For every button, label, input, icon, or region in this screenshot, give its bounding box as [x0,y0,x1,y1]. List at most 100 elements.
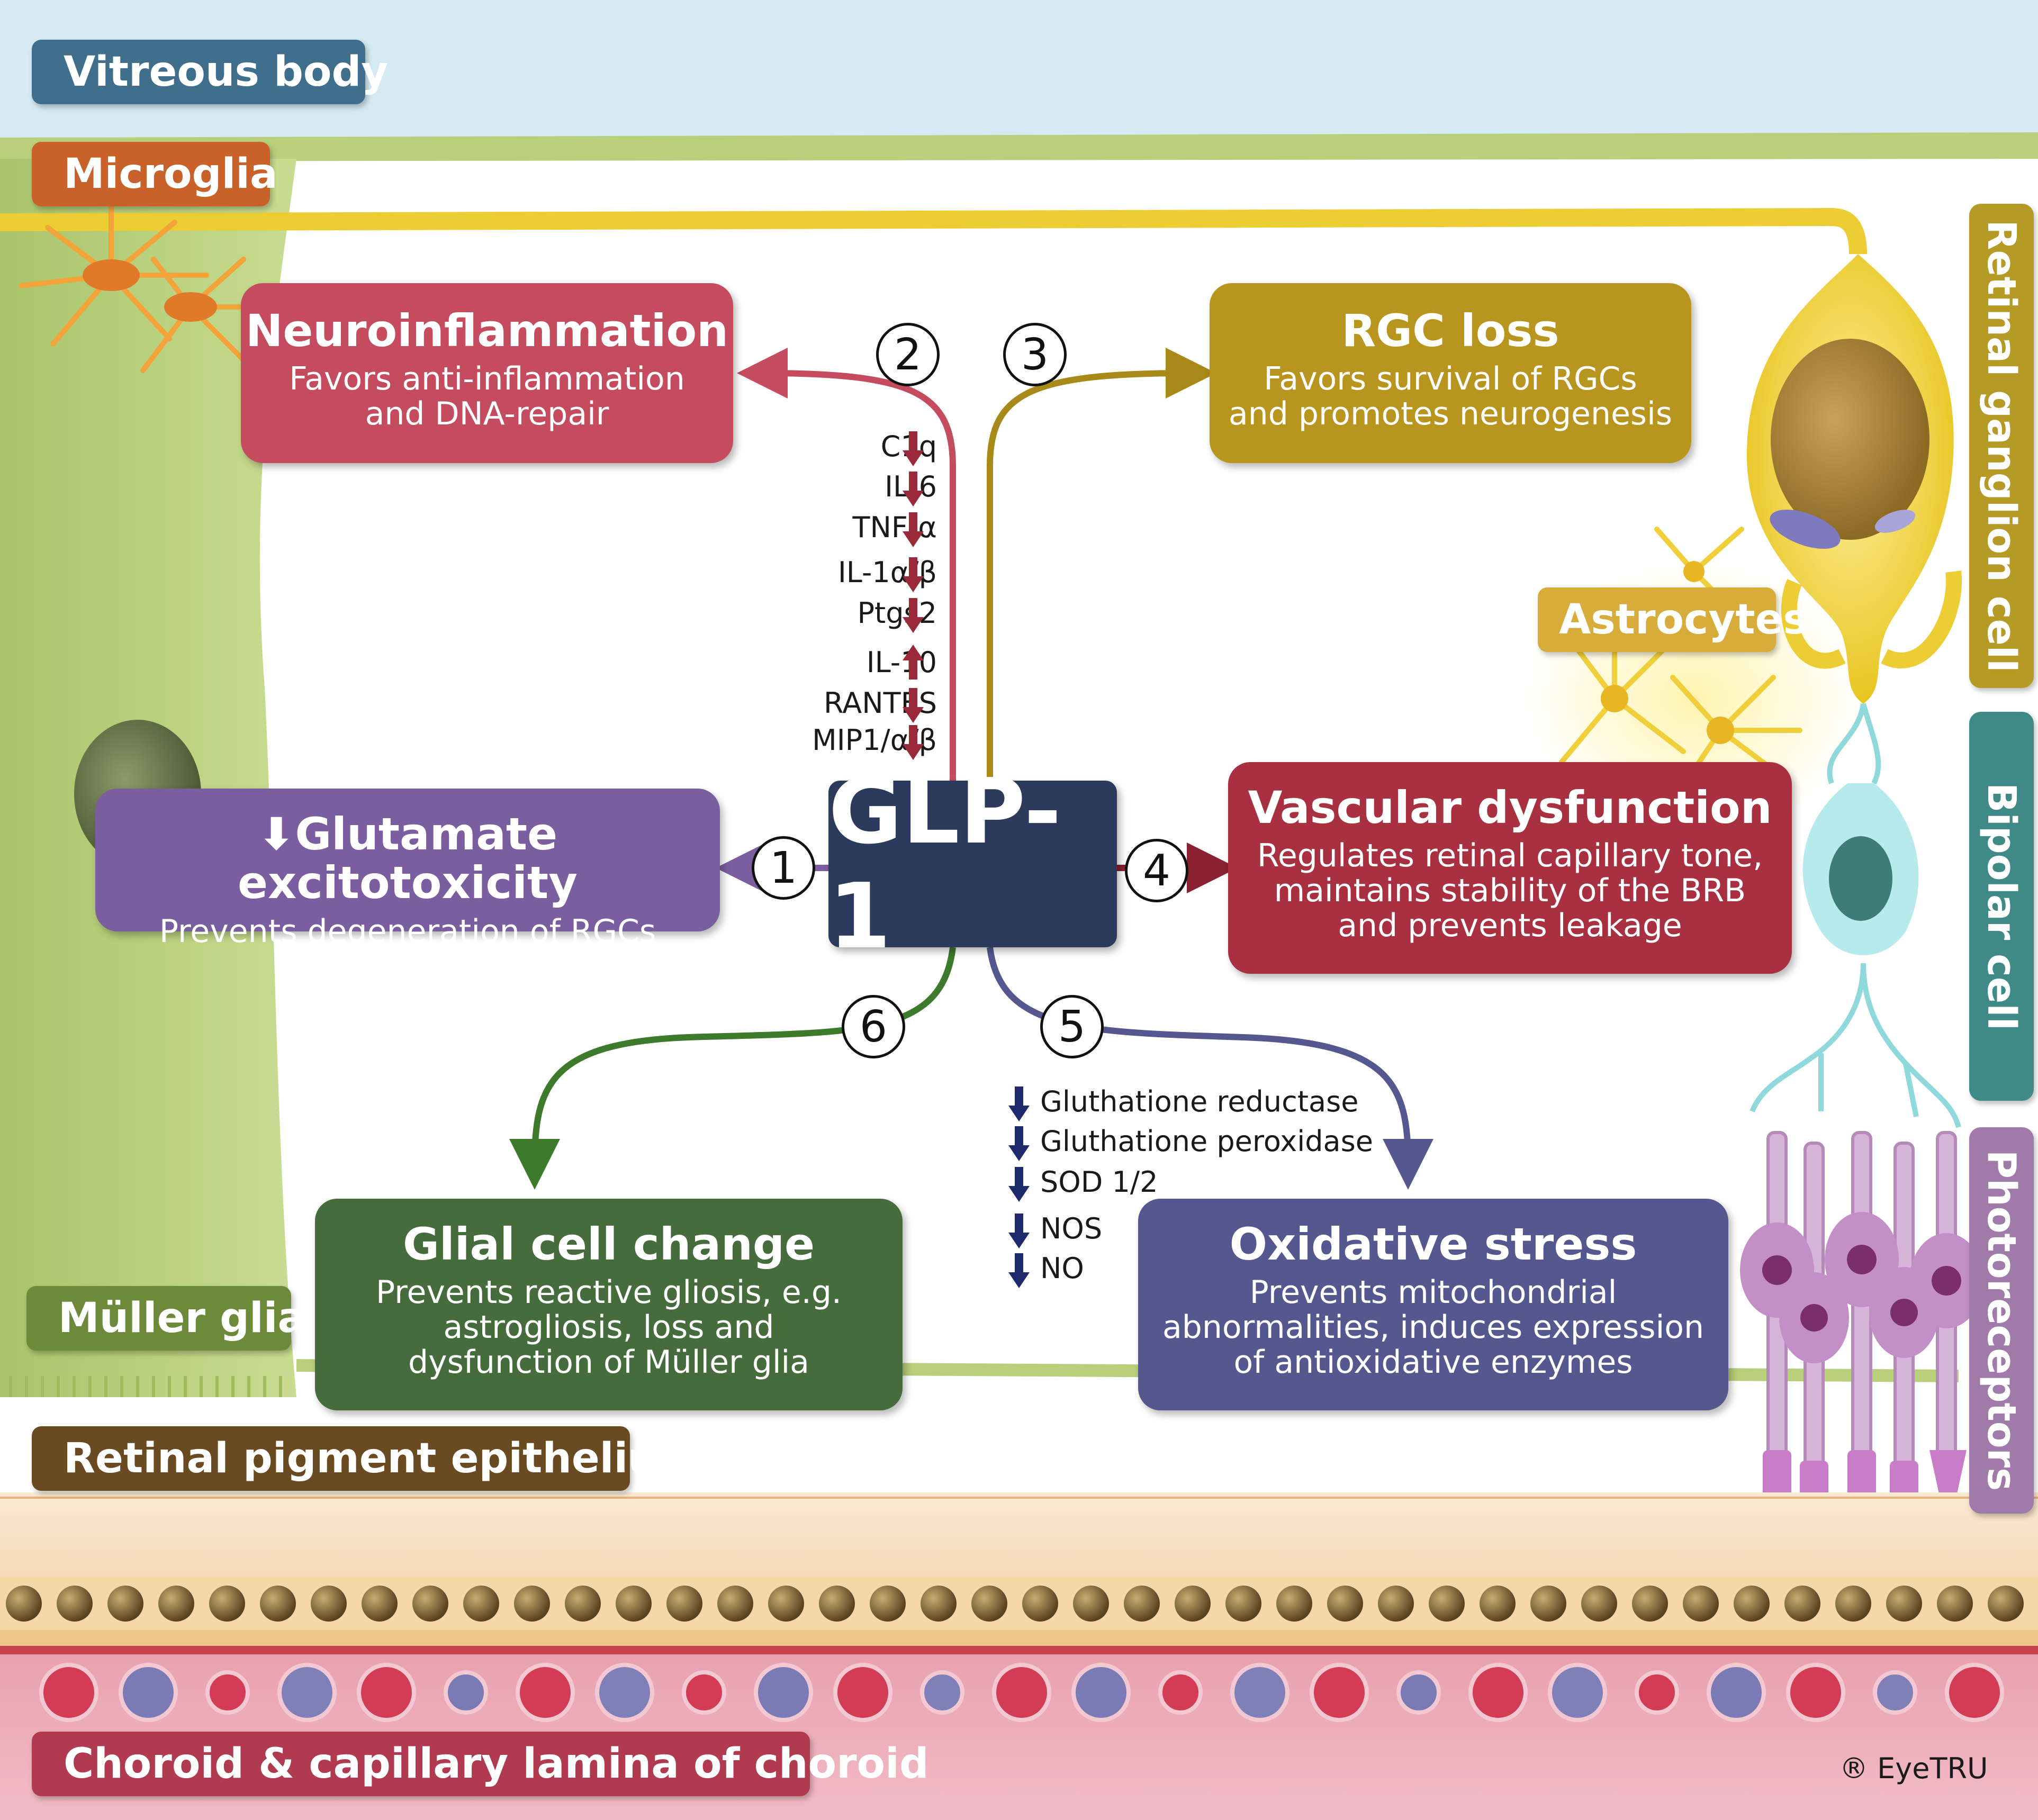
rpe-nucleus [768,1586,804,1622]
arrow-glial [509,947,956,1190]
rpe-nucleus [870,1586,906,1622]
down-arrow-icon [903,557,924,592]
glial-desc-3: dysfunction of Müller glia [408,1344,809,1381]
astrocytes-label: Astrocytes [1538,587,1808,652]
marker-label: NO [1040,1252,1084,1285]
vascular-desc-2: maintains stability of the BRB [1274,872,1746,910]
blood-cell [1396,1670,1441,1715]
neuroinflammation-desc-1: Favors anti-inflammation [289,360,685,398]
rpe-nucleus [158,1586,194,1622]
down-arrow-icon [1008,1253,1030,1288]
rpe-nucleus [1073,1586,1109,1622]
bipolar-nucleus [1829,836,1892,921]
rgc-cell-label: Retinal ganglion cell [1969,204,2034,688]
rpe-nucleus [107,1586,143,1622]
rpe-nucleus [209,1586,245,1622]
rpe-nucleus [412,1586,448,1622]
choroid-blood-cells [39,1663,2004,1722]
rpe-nucleus [971,1586,1007,1622]
rpe-nucleus [1175,1586,1211,1622]
rgc-loss-desc-2: and promotes neurogenesis [1228,395,1673,433]
rpe-nucleus [1276,1586,1312,1622]
marker-label: TNF-α [852,511,937,544]
rgc-nucleus [1771,339,1929,540]
rpe-nucleus [1327,1586,1363,1622]
choroid-label: Choroid & capillary lamina of choroid [32,1732,929,1796]
rpe-nucleus [6,1586,42,1622]
credit-text: ® EyeTRU [1839,1752,1988,1785]
neuroinflammation-title: Neuroinflammation [246,305,728,357]
rpe-nucleus [921,1586,957,1622]
blood-cell [1548,1663,1607,1722]
glutamate-title: Glutamate excitotoxicity [238,808,578,909]
blood-cell [1786,1663,1845,1722]
rpe-nuclei [6,1586,2024,1622]
down-arrow-icon [1008,1167,1030,1202]
photoreceptors-label: Photoreceptors [1969,1127,2034,1514]
number-1-badge: 1 [752,836,815,900]
rpe-nucleus [1734,1586,1770,1622]
rpe-nucleus [514,1586,550,1622]
glp1-center-box: GLP-1 [828,759,1117,969]
blood-cell [39,1663,98,1722]
up-arrow-icon [903,645,924,680]
blood-cell [595,1663,654,1722]
blood-cell [833,1663,892,1722]
blood-cell [682,1670,726,1715]
arrow-neuroinflammation [737,348,956,783]
blood-cell [119,1663,178,1722]
marker-label: NOS [1040,1212,1103,1245]
oxidative-title: Oxidative stress [1229,1218,1637,1270]
marker-label: IL-1α/β [837,556,937,589]
down-arrow-icon [903,688,924,723]
number-3-badge: 3 [1003,323,1067,386]
rpe-nucleus [362,1586,398,1622]
arrow-oxidative [987,947,1433,1190]
rpe-nucleus [1581,1586,1617,1622]
marker-label: Gluthatione peroxidase [1040,1125,1373,1158]
rgc-loss-box: RGC loss Favors survival of RGCs and pro… [1210,283,1691,463]
blood-cell [1071,1663,1131,1722]
bipolar-cell-label: Bipolar cell [1969,712,2034,1101]
blood-cell [1310,1663,1369,1722]
down-arrow-icon: ⬇ [257,808,295,860]
rpe-nucleus [616,1586,652,1622]
glial-title: Glial cell change [402,1218,815,1270]
down-arrow-icon [1008,1086,1030,1121]
rpe-nucleus [1124,1586,1160,1622]
rpe-nucleus [1022,1586,1058,1622]
blood-cell [277,1663,337,1722]
rpe-nucleus [666,1586,702,1622]
blood-cell [444,1670,488,1715]
blood-cell [1707,1663,1766,1722]
oxidative-desc-3: of antioxidative enzymes [1233,1344,1633,1381]
rpe-nucleus [1886,1586,1922,1622]
rpe-nucleus [463,1586,499,1622]
microglia-label: Microglia [32,142,278,206]
blood-cell [1468,1663,1528,1722]
glial-desc-2: astrogliosis, loss and [443,1309,774,1346]
down-arrow-icon [1008,1126,1030,1161]
rpe-nucleus [1683,1586,1719,1622]
rpe-label: Retinal pigment epithelium [32,1426,700,1491]
rpe-nucleus [1378,1586,1414,1622]
rpe-nucleus [1480,1586,1516,1622]
marker-label: SOD 1/2 [1040,1165,1158,1199]
inner-limiting-band [0,132,2038,161]
glutamate-box: ⬇Glutamate excitotoxicity Prevents degen… [95,789,720,949]
down-arrow-icon [903,725,924,760]
blood-cell [992,1663,1051,1722]
rgc-axon [0,207,1867,255]
glutamate-desc: Prevents degeneration of RGCs [159,912,656,950]
marker-label: IL-10 [866,646,937,679]
blood-cell [1230,1663,1289,1722]
neuroinflammation-desc-2: and DNA-repair [365,395,609,433]
rpe-nucleus [565,1586,601,1622]
oxidative-desc-1: Prevents mitochondrial [1249,1274,1617,1311]
down-arrow-icon [903,472,924,506]
rpe-nucleus [1835,1586,1871,1622]
blood-cell [754,1663,813,1722]
rpe-nucleus [1429,1586,1465,1622]
glial-box: Glial cell change Prevents reactive glio… [315,1199,903,1410]
glial-desc-1: Prevents reactive gliosis, e.g. [375,1274,842,1311]
